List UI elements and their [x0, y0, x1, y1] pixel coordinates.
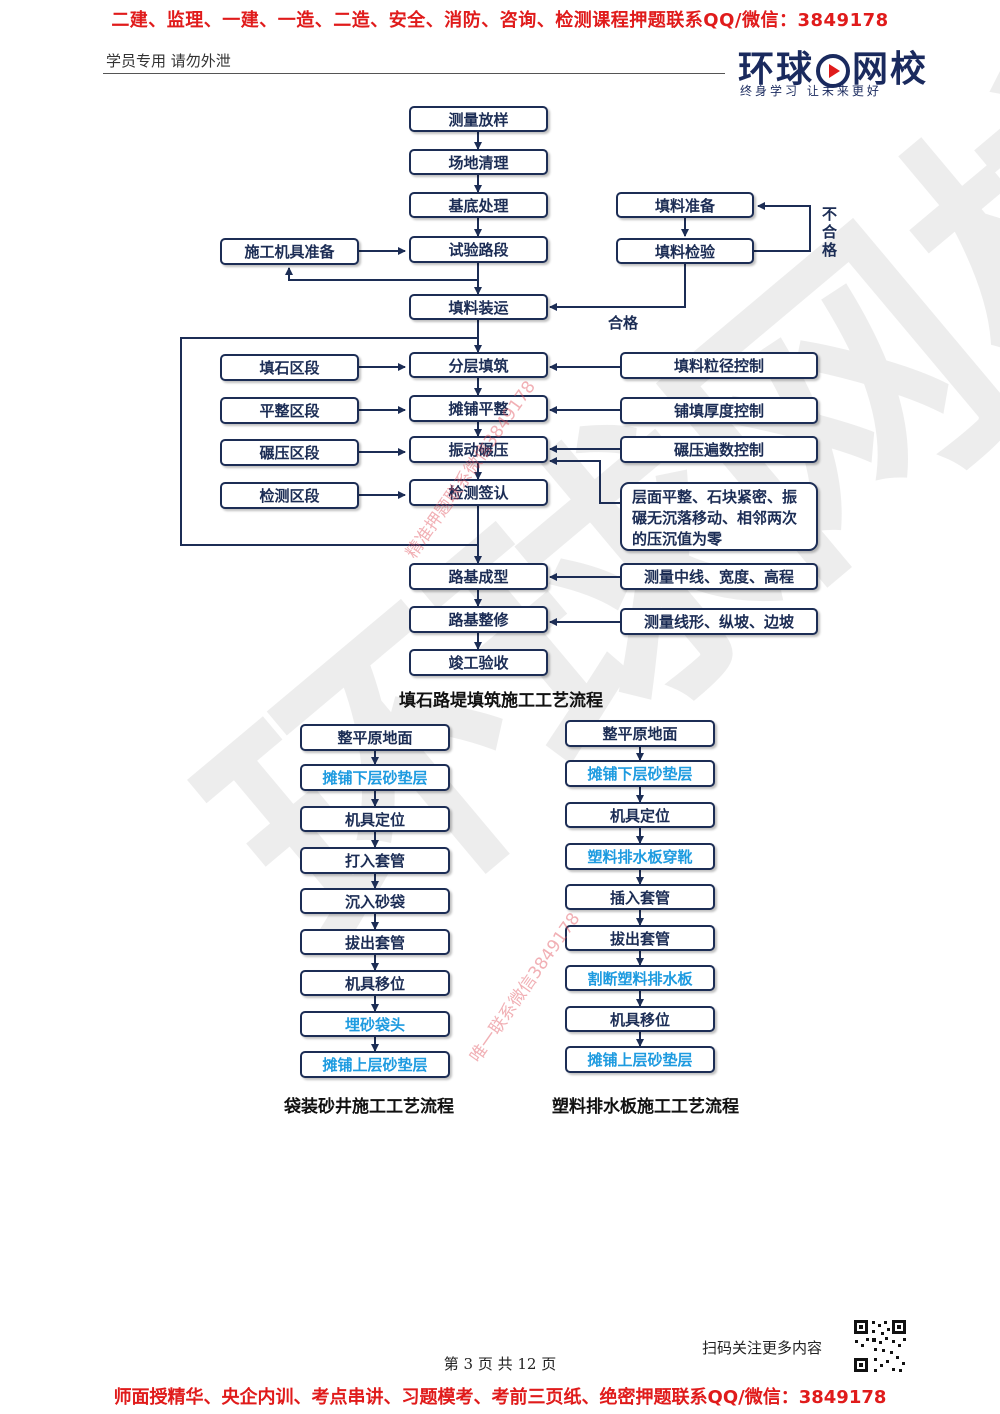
right-particle-size-control: 填料粒径控制 — [620, 352, 818, 379]
step-subgrade-trimming: 路基整修 — [409, 606, 548, 633]
sandwell-step-7: 机具移位 — [300, 970, 450, 996]
left-level-zone: 平整区段 — [220, 397, 359, 424]
step-survey-layout: 测量放样 — [409, 106, 548, 132]
step-completion-acceptance: 竣工验收 — [409, 649, 548, 676]
left-equipment-prep: 施工机具准备 — [220, 238, 359, 265]
caption-rockfill-embankment: 填石路堤填筑施工工艺流程 — [399, 691, 603, 711]
step-vibratory-compaction: 振动碾压 — [409, 436, 548, 463]
top-promo-banner: 二建、监理、一建、一造、二造、安全、消防、咨询、检测课程押题联系QQ/微信：38… — [111, 10, 889, 31]
sandwell-step-3: 机具定位 — [300, 806, 450, 832]
drainboard-step-2: 摊铺下层砂垫层 — [565, 760, 715, 787]
right-fill-test: 填料检验 — [616, 238, 754, 264]
label-qualified: 合格 — [608, 314, 639, 332]
right-fill-prep: 填料准备 — [616, 192, 754, 218]
right-centerline-survey: 测量中线、宽度、高程 — [620, 563, 818, 590]
sandwell-step-1: 整平原地面 — [300, 724, 450, 751]
right-inspection-criteria: 层面平整、石块紧密、振碾无沉落移动、相邻两次的压沉值为零 — [620, 482, 818, 551]
drainboard-step-5: 插入套管 — [565, 884, 715, 910]
drainboard-step-4: 塑料排水板穿靴 — [565, 843, 715, 870]
drainboard-step-8: 机具移位 — [565, 1006, 715, 1032]
sandwell-step-5: 沉入砂袋 — [300, 888, 450, 914]
right-thickness-control: 铺填厚度控制 — [620, 397, 818, 424]
right-pass-count-control: 碾压遍数控制 — [620, 436, 818, 463]
step-layered-filling: 分层填筑 — [409, 352, 548, 378]
play-icon — [816, 54, 851, 88]
step-base-treatment: 基底处理 — [409, 192, 548, 218]
qr-code-icon[interactable] — [852, 1318, 908, 1374]
left-fill-zone: 填石区段 — [220, 354, 359, 381]
confidential-note: 学员专用 请勿外泄 — [106, 52, 231, 70]
right-alignment-survey: 测量线形、纵坡、边坡 — [620, 608, 818, 635]
left-inspect-zone: 检测区段 — [220, 482, 359, 509]
sandwell-step-8: 埋砂袋头 — [300, 1011, 450, 1037]
sandwell-step-2: 摊铺下层砂垫层 — [300, 764, 450, 791]
step-trial-section: 试验路段 — [409, 236, 548, 263]
sandwell-step-6: 拔出套管 — [300, 929, 450, 955]
caption-plastic-drain-board: 塑料排水板施工工艺流程 — [552, 1097, 739, 1117]
drainboard-step-9: 摊铺上层砂垫层 — [565, 1046, 715, 1073]
drainboard-step-6: 拔出套管 — [565, 925, 715, 951]
sandwell-step-4: 打入套管 — [300, 847, 450, 874]
header-divider — [103, 73, 725, 74]
drainboard-step-1: 整平原地面 — [565, 720, 715, 747]
logo-text-right: 网校 — [852, 49, 929, 90]
left-compact-zone: 碾压区段 — [220, 439, 359, 466]
brand-slogan: 终身学习 让未来更好 — [740, 84, 882, 98]
step-spread-level: 摊铺平整 — [409, 395, 548, 422]
caption-bagged-sand-well: 袋装砂井施工工艺流程 — [284, 1097, 454, 1117]
step-fill-transport: 填料装运 — [409, 294, 548, 320]
step-inspection-signoff: 检测签认 — [409, 479, 548, 506]
logo-text-left: 环球 — [738, 49, 815, 90]
bottom-promo-banner: 师面授精华、央企内训、考点串讲、习题模考、考前三页纸、绝密押题联系QQ/微信：3… — [113, 1387, 887, 1408]
step-subgrade-forming: 路基成型 — [409, 563, 548, 590]
sandwell-step-9: 摊铺上层砂垫层 — [300, 1051, 450, 1078]
page-number: 第 3 页 共 12 页 — [443, 1355, 557, 1373]
drainboard-step-3: 机具定位 — [565, 802, 715, 828]
label-unqualified: 不合格 — [822, 205, 838, 259]
scan-prompt: 扫码关注更多内容 — [702, 1339, 823, 1357]
step-site-clearing: 场地清理 — [409, 149, 548, 175]
drainboard-step-7: 割断塑料排水板 — [565, 965, 715, 991]
brand-logo: 环球网校 — [738, 40, 928, 92]
